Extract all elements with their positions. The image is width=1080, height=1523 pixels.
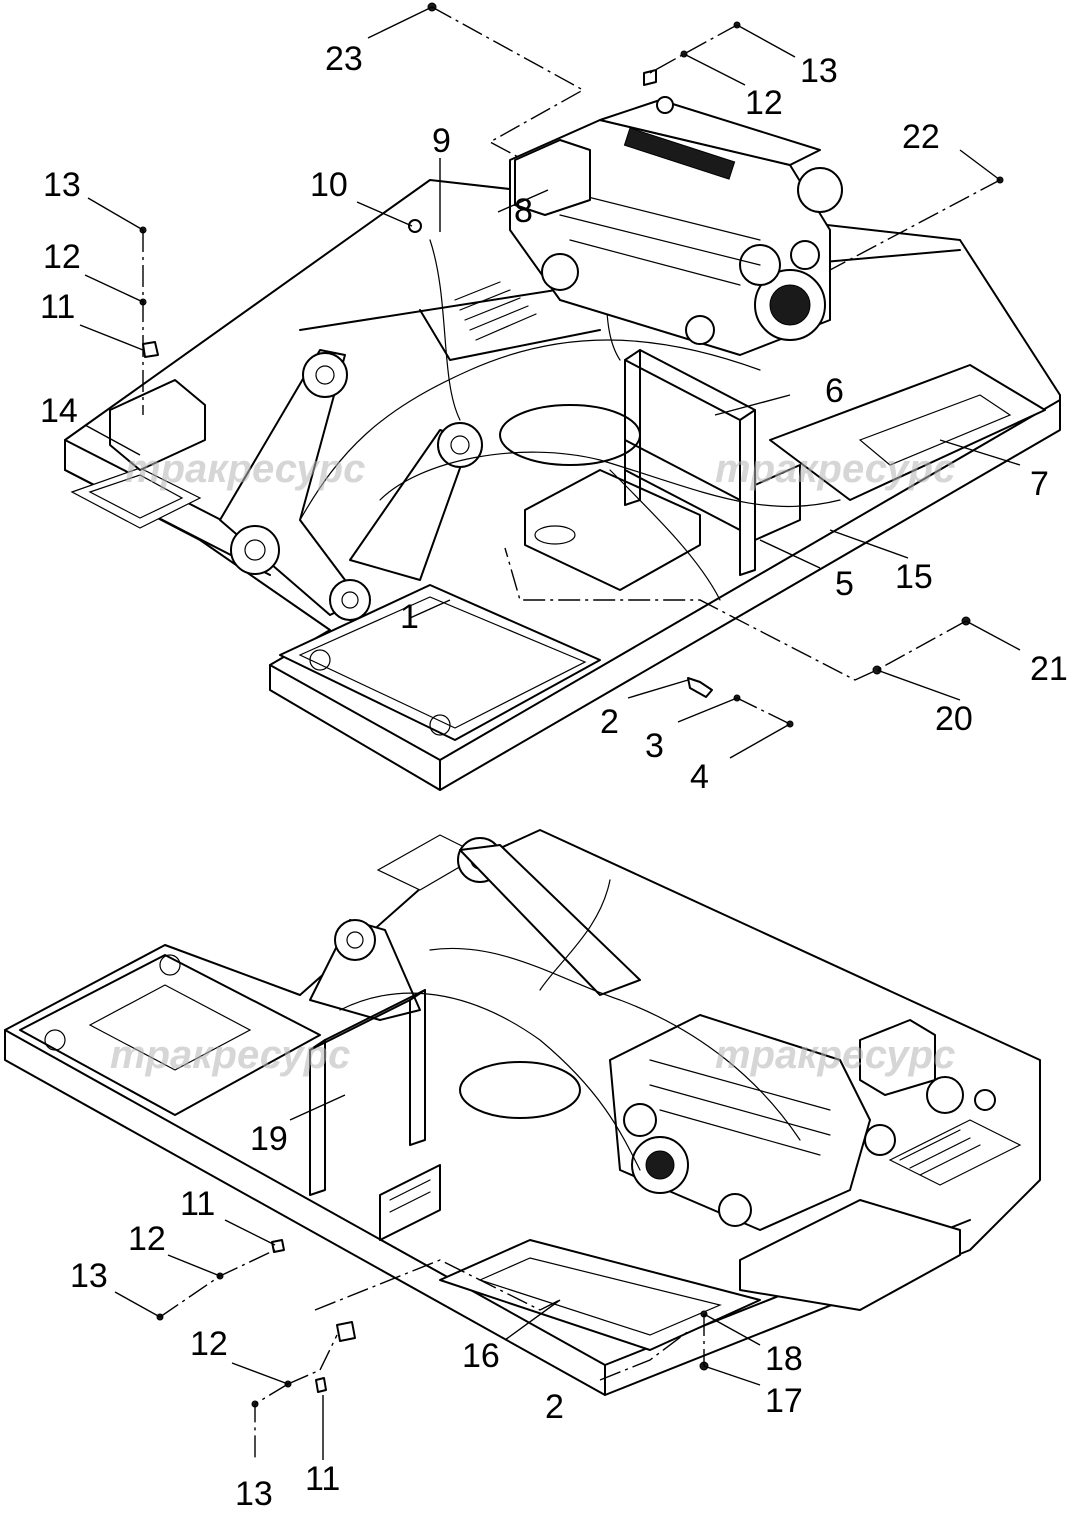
callout-12-bottom-low: 12 — [190, 1325, 228, 1363]
callout-23: 23 — [325, 40, 363, 78]
callout-2-bottom: 2 — [545, 1388, 564, 1426]
callout-20: 20 — [935, 700, 973, 738]
callouts-top: 23 13 12 9 22 13 10 8 12 11 6 14 7 15 5 … — [40, 40, 1068, 796]
callout-2: 2 — [600, 703, 619, 741]
upper-frame-assembly-bottom — [4, 829, 1041, 1408]
callout-8: 8 — [514, 192, 533, 230]
watermark-bottom-left: тракресурс — [110, 1033, 350, 1077]
callout-6: 6 — [825, 372, 844, 410]
callout-22: 22 — [902, 118, 940, 156]
callout-5: 5 — [835, 565, 854, 603]
watermark-top-right: тракресурс — [715, 447, 955, 491]
callout-18: 18 — [765, 1340, 803, 1378]
callout-12-left: 12 — [43, 238, 81, 276]
callout-15: 15 — [895, 558, 933, 596]
callout-16: 16 — [462, 1337, 500, 1375]
upper-frame-assembly-top — [64, 2, 1061, 791]
callout-1: 1 — [400, 598, 419, 636]
callout-21: 21 — [1030, 650, 1068, 688]
callout-19: 19 — [250, 1120, 288, 1158]
watermark-bottom-right: тракресурс — [715, 1033, 955, 1077]
callout-11-bottom: 11 — [180, 1185, 215, 1223]
callout-13-bottom-low: 13 — [235, 1475, 273, 1513]
callout-12: 12 — [745, 84, 783, 122]
bottom-leader-lines — [114, 1094, 761, 1460]
callout-11-bottom-low: 11 — [305, 1460, 340, 1498]
callout-11: 11 — [40, 288, 75, 326]
callouts-bottom: 19 11 12 13 16 18 12 2 17 11 13 — [70, 1120, 803, 1513]
callout-17: 17 — [765, 1382, 803, 1420]
engine-bottom — [609, 1014, 996, 1231]
top-leader-lines — [79, 6, 1021, 759]
callout-13-bottom: 13 — [70, 1257, 108, 1295]
callout-4: 4 — [690, 758, 709, 796]
callout-14: 14 — [40, 392, 78, 430]
callout-13: 13 — [800, 52, 838, 90]
callout-12-bottom: 12 — [128, 1220, 166, 1258]
callout-3: 3 — [645, 727, 664, 765]
callout-13-left: 13 — [43, 166, 81, 204]
engine-top — [509, 96, 843, 356]
watermark-top-left: тракресурс — [125, 447, 365, 491]
callout-10: 10 — [310, 166, 348, 204]
callout-9: 9 — [432, 122, 451, 160]
callout-7: 7 — [1030, 465, 1049, 503]
